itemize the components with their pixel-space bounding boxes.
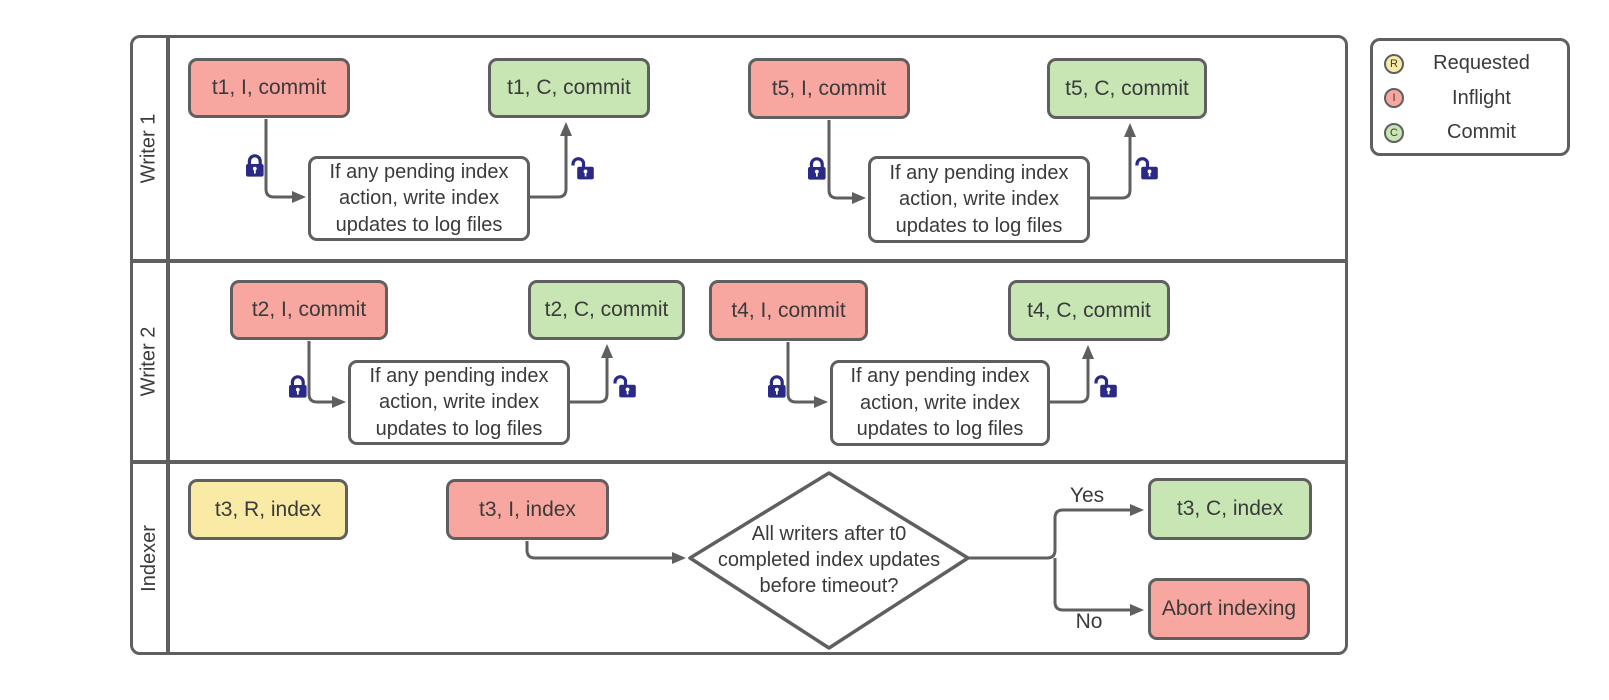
arrow-decision-yes [968,504,1144,560]
lock-closed-icon [806,156,828,181]
lock-closed-icon [244,153,266,178]
lock-open-icon [1133,155,1159,181]
task-node-t4-commit: t4, C, commit [1008,280,1170,341]
task-node-t3-inflight: t3, I, index [446,479,609,540]
legend-label: Commit [1447,121,1516,143]
commit-state-icon: C [1384,122,1404,143]
legend-label: Requested [1433,52,1530,74]
decision-question: All writers after t0 completed index upd… [717,523,941,597]
lock-closed-icon [287,374,309,399]
task-node-t3-commit: t3, C, index [1148,478,1312,540]
task-node-t2-commit: t2, C, commit [528,280,685,340]
lane-divider-1 [132,259,1346,263]
lane-divider-2 [132,460,1346,464]
decision-no-label: No [1075,610,1103,633]
requested-state-icon: R [1384,53,1404,74]
decision-yes-label: Yes [1069,484,1105,507]
arrow-t2-inflight-to-note [307,341,346,408]
arrow-note-to-t1-commit [530,122,572,199]
task-node-t1-commit: t1, C, commit [488,58,650,118]
note-box-pending-index-3: If any pending index action, write index… [348,360,570,445]
arrow-t3-inflight-to-decision [525,541,686,564]
lane-label-divider [166,37,170,653]
task-node-t3-requested: t3, R, index [188,479,348,540]
arrow-note-to-t2-commit [570,344,613,404]
task-node-abort-indexing: Abort indexing [1148,578,1310,640]
arrow-note-to-t4-commit [1050,345,1094,404]
lock-open-icon [611,373,637,399]
note-box-pending-index-2: If any pending index action, write index… [868,156,1090,243]
inflight-state-icon: I [1384,88,1404,108]
lock-open-icon [1092,373,1118,399]
arrow-t5-inflight-to-note [827,120,866,204]
task-node-t4-inflight: t4, I, commit [709,280,868,341]
note-box-pending-index-4: If any pending index action, write index… [830,360,1050,446]
task-node-t2-inflight: t2, I, commit [230,280,388,340]
decision-diamond [688,471,970,650]
arrow-note-to-t5-commit [1090,123,1136,200]
lock-closed-icon [766,374,788,399]
legend-row-requested: R Requested [1384,52,1559,75]
task-node-t1-inflight: t1, I, commit [188,58,350,118]
legend: R Requested I Inflight C Commit [1370,38,1570,156]
arrow-t4-inflight-to-note [786,342,828,408]
arrow-decision-no [1053,558,1144,616]
legend-row-inflight: I Inflight [1384,87,1559,110]
arrow-t1-inflight-to-note [264,119,306,203]
lock-open-icon [569,155,595,181]
task-node-t5-inflight: t5, I, commit [748,58,910,119]
note-box-pending-index-1: If any pending index action, write index… [308,156,530,241]
legend-row-commit: C Commit [1384,121,1559,144]
legend-label: Inflight [1452,86,1511,109]
task-node-t5-commit: t5, C, commit [1047,58,1207,119]
